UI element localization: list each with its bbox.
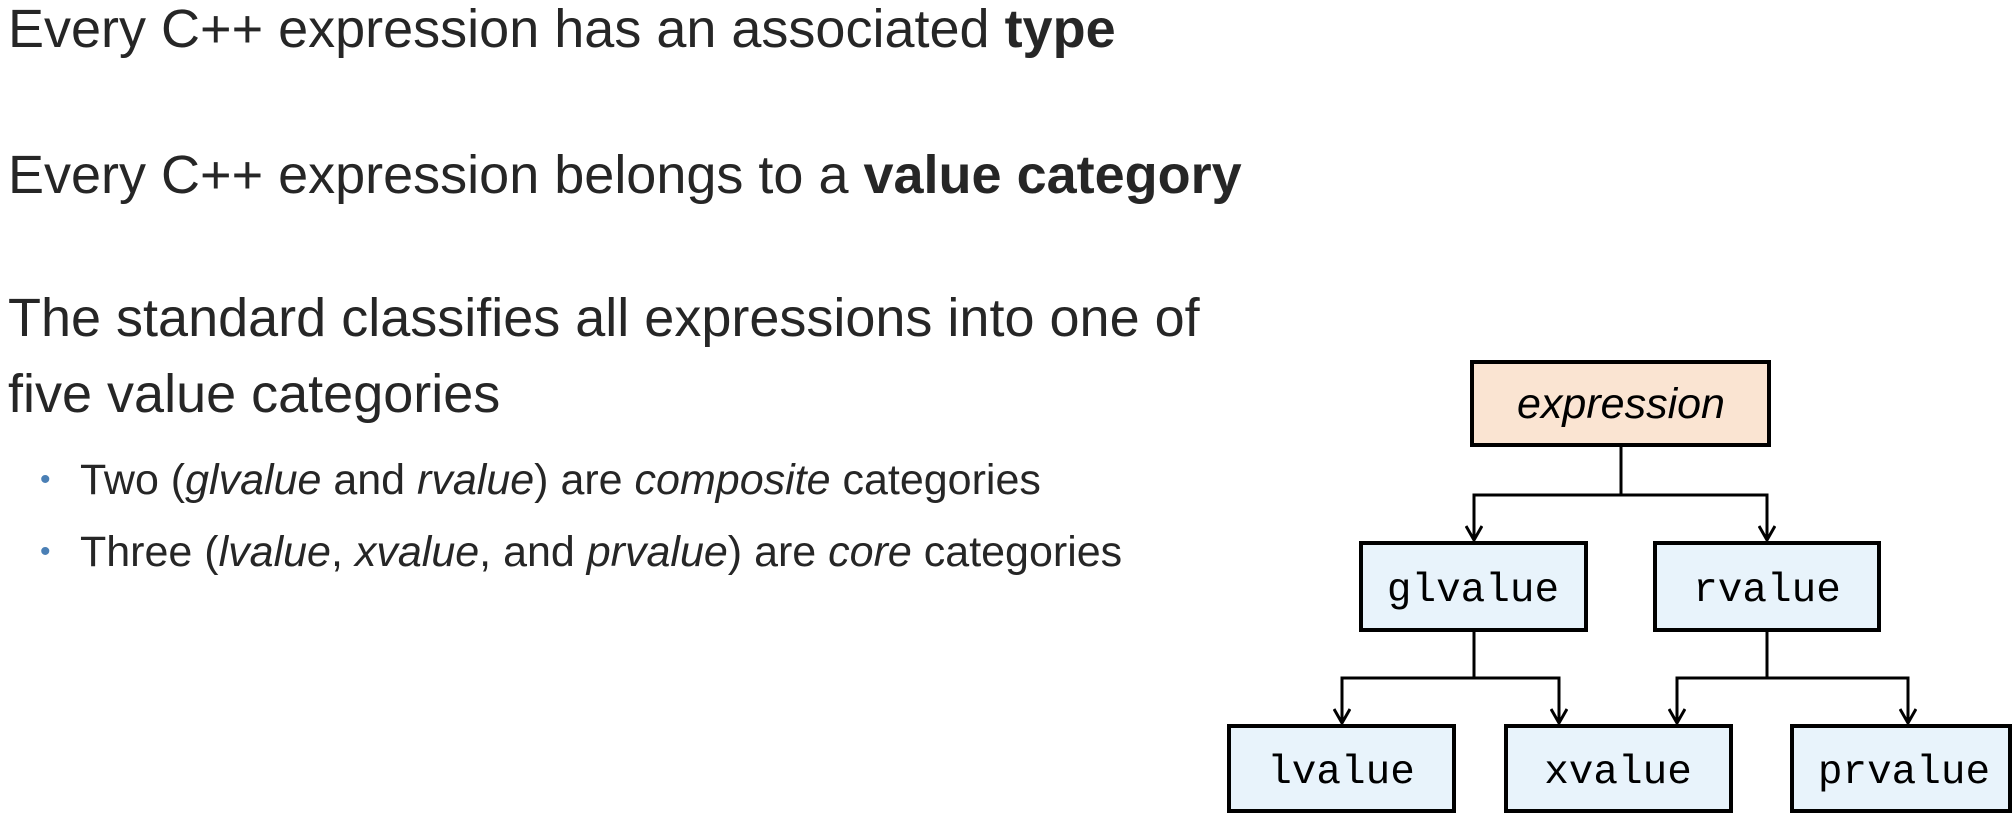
bullet-marker: • [40,535,51,568]
statement-classification-line1: The standard classifies all expressions … [8,288,1200,348]
node-prvalue: prvalue [1790,724,2012,813]
bullet-term-core: core [828,528,912,576]
bullet-text: categories [830,456,1041,504]
bullet-text: , and [479,528,587,576]
node-prvalue-label: prvalue [1818,750,1990,796]
node-lvalue-box [1227,724,1456,813]
node-xvalue: xvalue [1504,724,1733,813]
node-xvalue-label: xvalue [1544,750,1692,796]
node-rvalue: rvalue [1653,541,1881,632]
bullet-text: ) are [534,456,635,504]
node-lvalue: lvalue [1227,724,1456,813]
statement-type: Every C++ expression has an associated t… [8,0,1116,67]
bullet-term-glvalue: glvalue [185,456,322,504]
category-bullet-list: •Two (glvalue and rvalue) are composite … [38,444,1122,588]
bullet-term-composite: composite [634,456,831,504]
node-glvalue: glvalue [1359,541,1588,632]
bullet-term-xvalue: xvalue [354,528,480,576]
node-expression-label: expression [1517,380,1725,428]
edge-expression-to-rvalue [1621,493,1767,540]
edge-glvalue-to-lvalue [1342,630,1476,723]
statement-classification: The standard classifies all expressions … [8,280,1200,432]
node-lvalue-label: lvalue [1267,750,1415,796]
statement-value-category-emphasis: value category [863,145,1242,205]
node-expression: expression [1470,360,1771,447]
node-expression-box [1470,360,1771,447]
edge-glvalue-to-xvalue [1474,676,1559,723]
node-glvalue-box [1359,541,1588,632]
node-prvalue-box [1790,724,2012,813]
bullet-term-lvalue: lvalue [218,528,331,576]
statement-value-category: Every C++ expression belongs to a value … [8,137,1242,213]
bullet-term-rvalue: rvalue [417,456,535,504]
edge-rvalue-to-xvalue [1677,630,1769,723]
bullet-text: Two ( [80,456,186,504]
bullet-text: Three ( [80,528,219,576]
edge-expression-to-glvalue [1474,445,1623,540]
bullet-core-categories: • Three (lvalue, xvalue, and prvalue) are… [38,516,1122,588]
statement-value-category-text: Every C++ expression belongs to a [8,145,864,205]
node-rvalue-label: rvalue [1693,568,1841,614]
bullet-text: and [321,456,418,504]
bullet-composite-categories: •Two (glvalue and rvalue) are composite … [38,444,1122,516]
statement-classification-line2: five value categories [8,364,501,424]
bullet-term-prvalue: prvalue [586,528,728,576]
statement-type-emphasis: type [1004,0,1116,59]
edge-rvalue-to-prvalue [1767,676,1908,723]
bullet-text: , [330,528,355,576]
bullet-text: ) are [727,528,829,576]
node-glvalue-label: glvalue [1387,568,1559,614]
statement-type-text: Every C++ expression has an associated [8,0,1005,59]
bullet-text: categories [911,528,1123,576]
node-rvalue-box [1653,541,1881,632]
bullet-marker: • [40,463,51,496]
node-xvalue-box [1504,724,1733,813]
